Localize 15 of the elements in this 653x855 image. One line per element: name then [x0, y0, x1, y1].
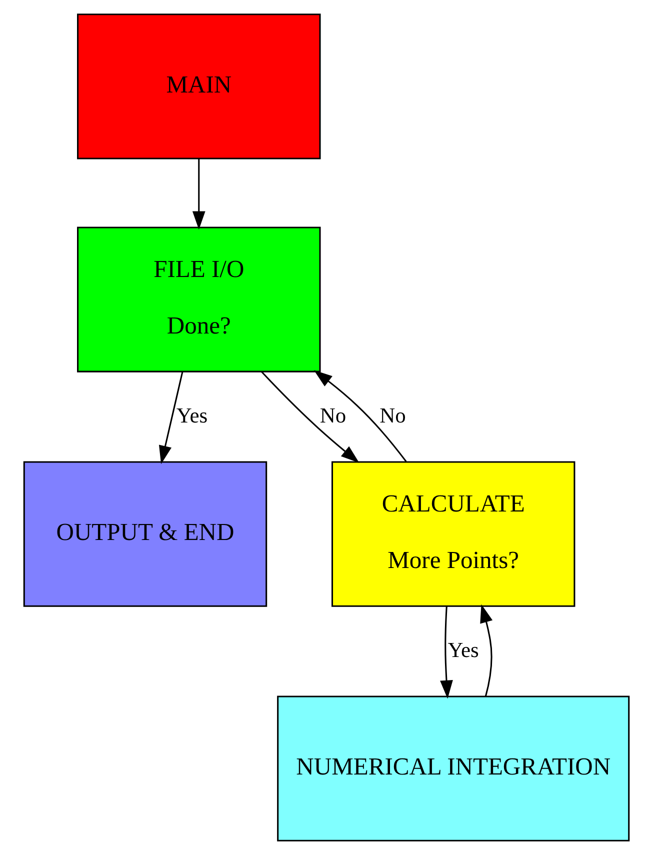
node-box: OUTPUT & END — [23, 461, 268, 607]
arrow — [192, 158, 206, 230]
edge-label: No — [320, 403, 346, 428]
edge-label: Yes — [448, 638, 479, 662]
edge-label: Yes — [176, 403, 208, 428]
arrow — [440, 606, 453, 699]
arrow — [480, 604, 493, 697]
arrow — [260, 371, 360, 463]
node-box: FILE I/O Done? — [77, 226, 321, 372]
node-box: MAIN — [77, 14, 321, 160]
node-box: CALCULATE More Points? — [331, 461, 576, 607]
arrow — [314, 370, 407, 462]
node-box: NUMERICAL INTEGRATION — [277, 696, 630, 842]
arrow — [158, 372, 184, 464]
edge-label: No — [380, 403, 406, 428]
